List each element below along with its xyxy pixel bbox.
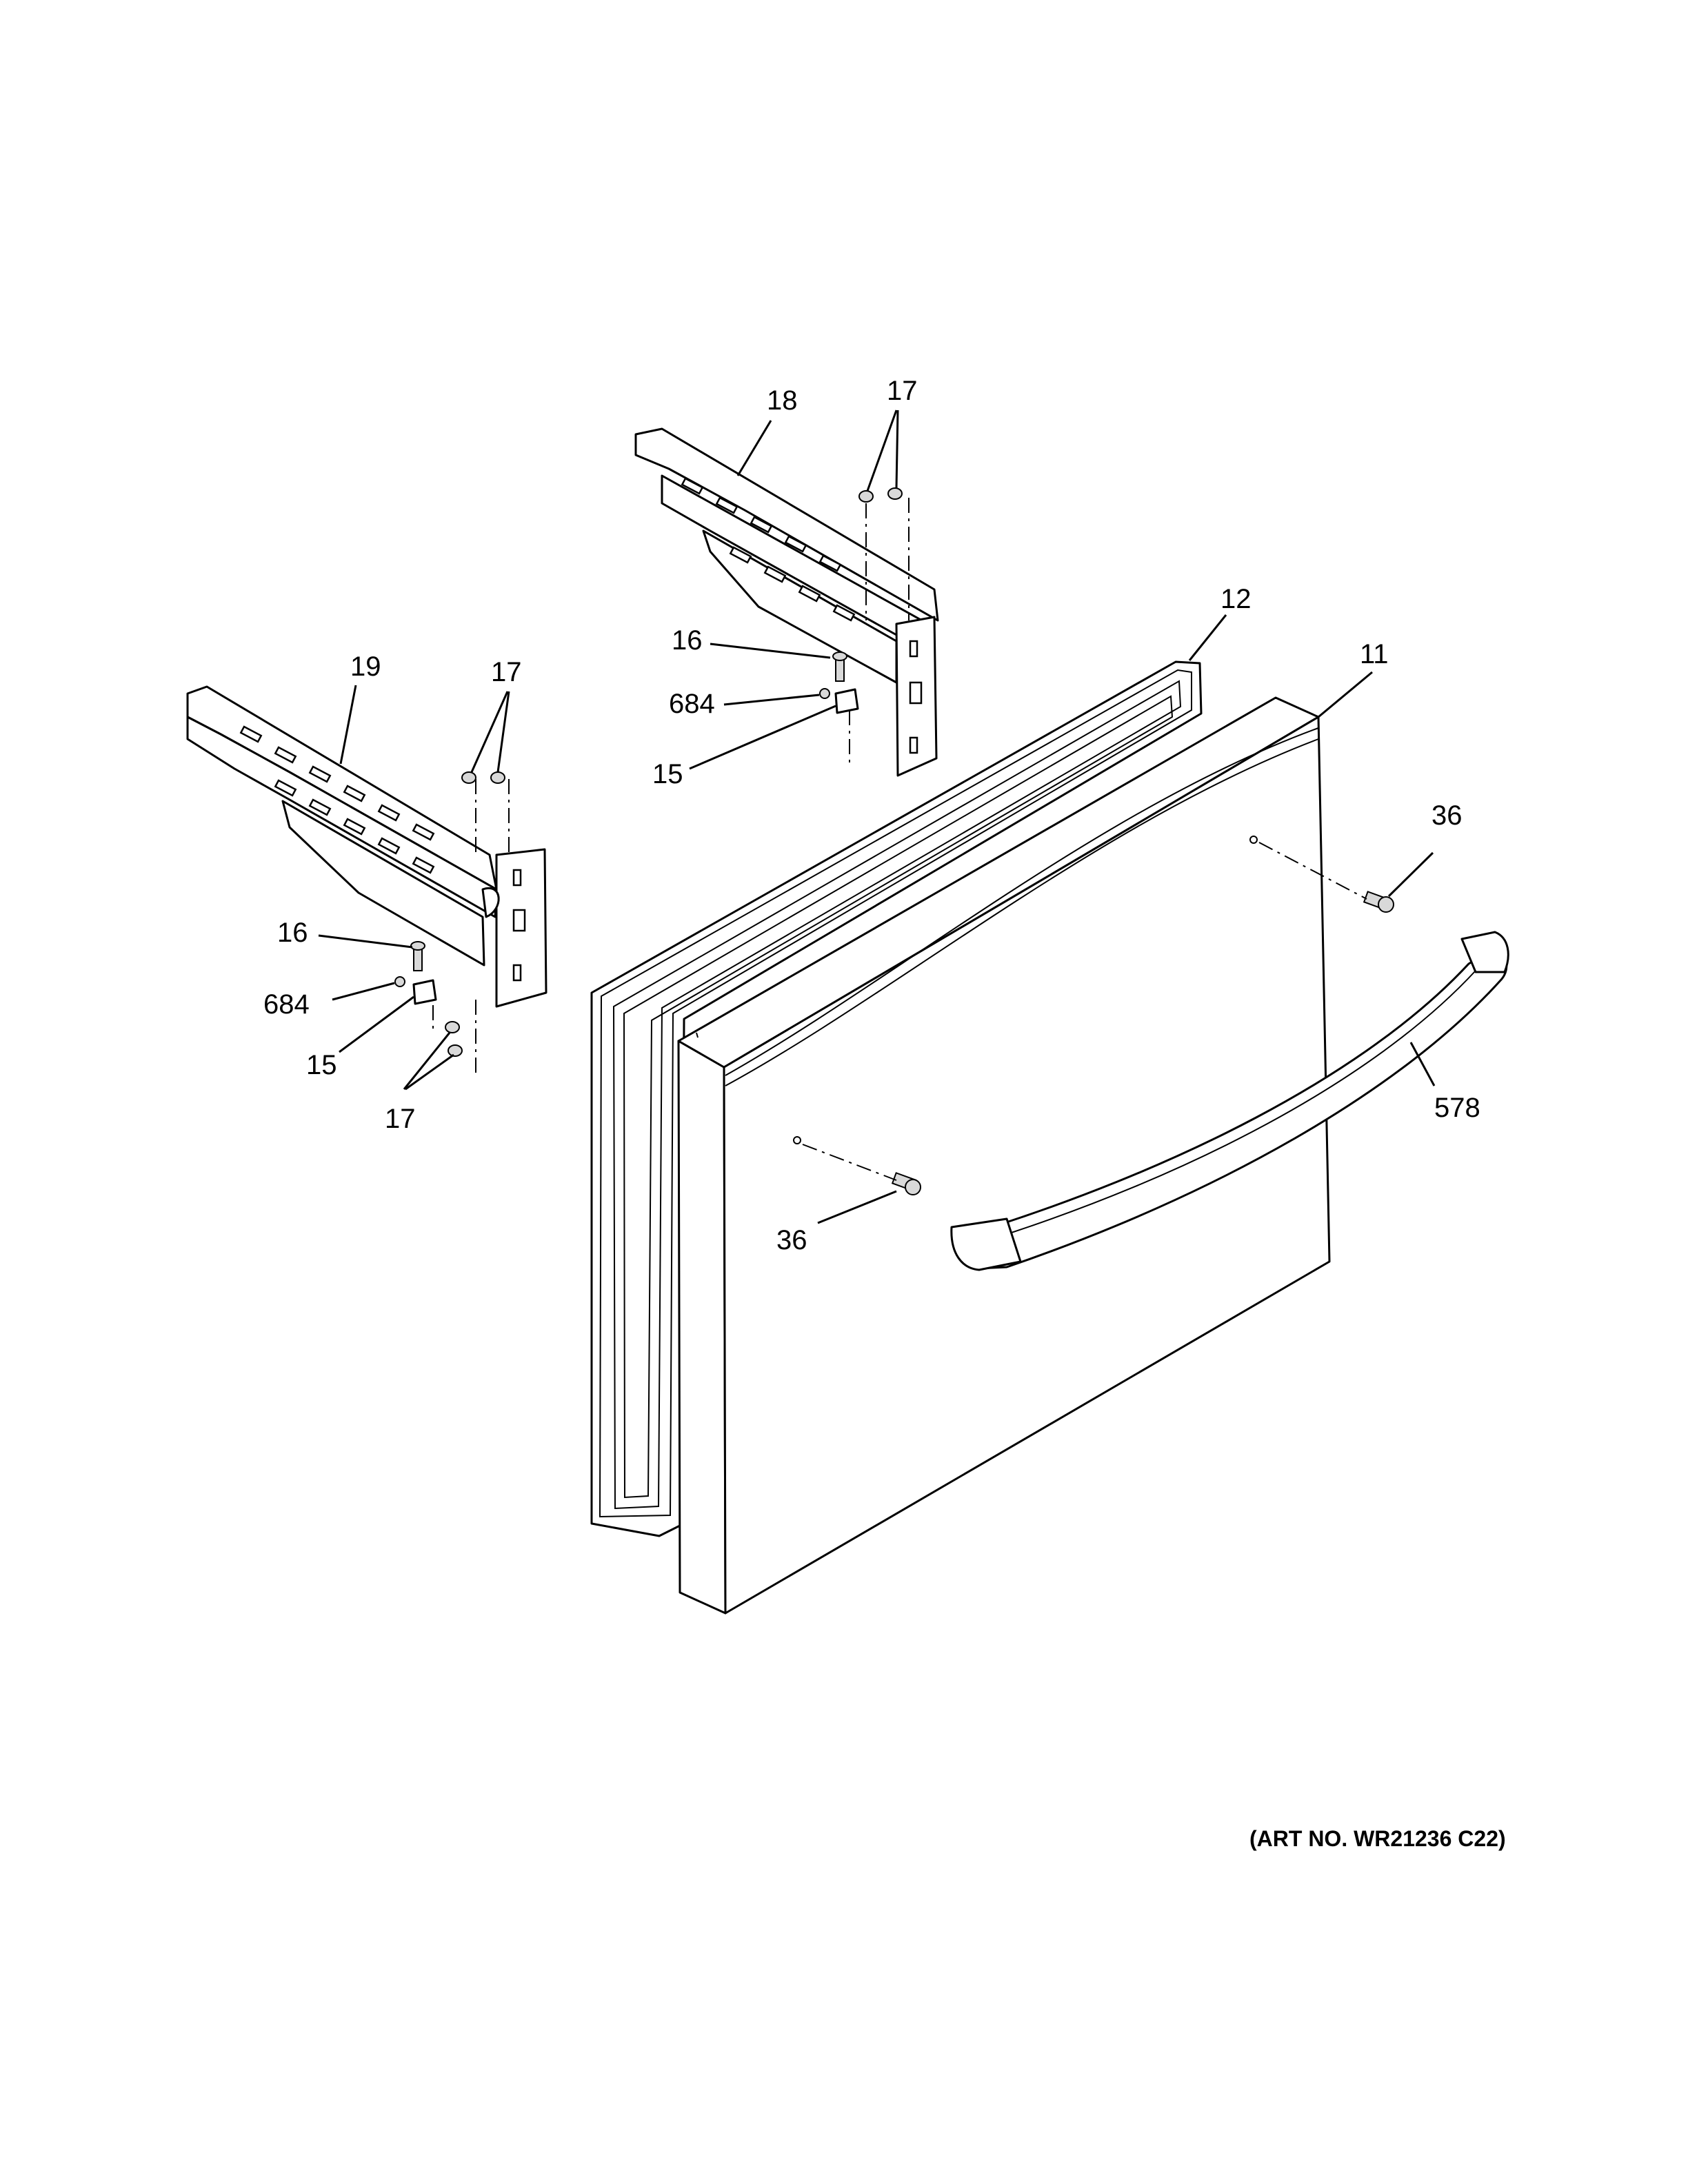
door-handle xyxy=(950,931,1509,1271)
door-gasket xyxy=(590,660,1203,1537)
top-bracket-slots xyxy=(681,477,923,754)
leader-lines xyxy=(318,410,1436,1224)
callout-17-bottom: 17 xyxy=(385,1104,416,1134)
callout-36-left: 36 xyxy=(776,1225,807,1255)
callout-12: 12 xyxy=(1220,584,1252,614)
callout-684-left: 684 xyxy=(263,989,310,1020)
screws-17-top xyxy=(858,487,903,503)
callout-17-left: 17 xyxy=(491,657,522,687)
screws-17-left xyxy=(461,771,505,784)
washer-684-top xyxy=(819,688,830,699)
bolt-16-top xyxy=(832,651,847,682)
door-panel xyxy=(677,696,1331,1615)
callout-15-left: 15 xyxy=(306,1050,337,1080)
top-hinge-bracket xyxy=(634,427,939,777)
left-bracket-slots xyxy=(239,725,526,982)
callout-16-top: 16 xyxy=(672,625,703,656)
callout-17-top: 17 xyxy=(887,376,918,406)
alignment-lines xyxy=(432,498,1367,1181)
clip-15-left xyxy=(412,979,437,1005)
callout-18: 18 xyxy=(767,385,798,416)
washer-684-left xyxy=(394,976,405,987)
screw-36-left xyxy=(891,1172,921,1195)
screws-17-bottom xyxy=(445,1021,463,1057)
clip-15-top xyxy=(834,688,859,714)
callout-684-top: 684 xyxy=(669,689,715,719)
callout-36-right: 36 xyxy=(1431,800,1463,831)
bolt-16-left xyxy=(410,941,425,971)
callout-15-top: 15 xyxy=(652,759,683,789)
screw-36-right xyxy=(1363,891,1394,913)
callout-578: 578 xyxy=(1434,1093,1480,1123)
art-number: (ART NO. WR21236 C22) xyxy=(1249,1826,1506,1851)
callout-19: 19 xyxy=(350,651,381,682)
left-hinge-bracket xyxy=(186,685,547,1008)
callout-16-left: 16 xyxy=(277,918,308,948)
callout-11: 11 xyxy=(1360,639,1389,669)
